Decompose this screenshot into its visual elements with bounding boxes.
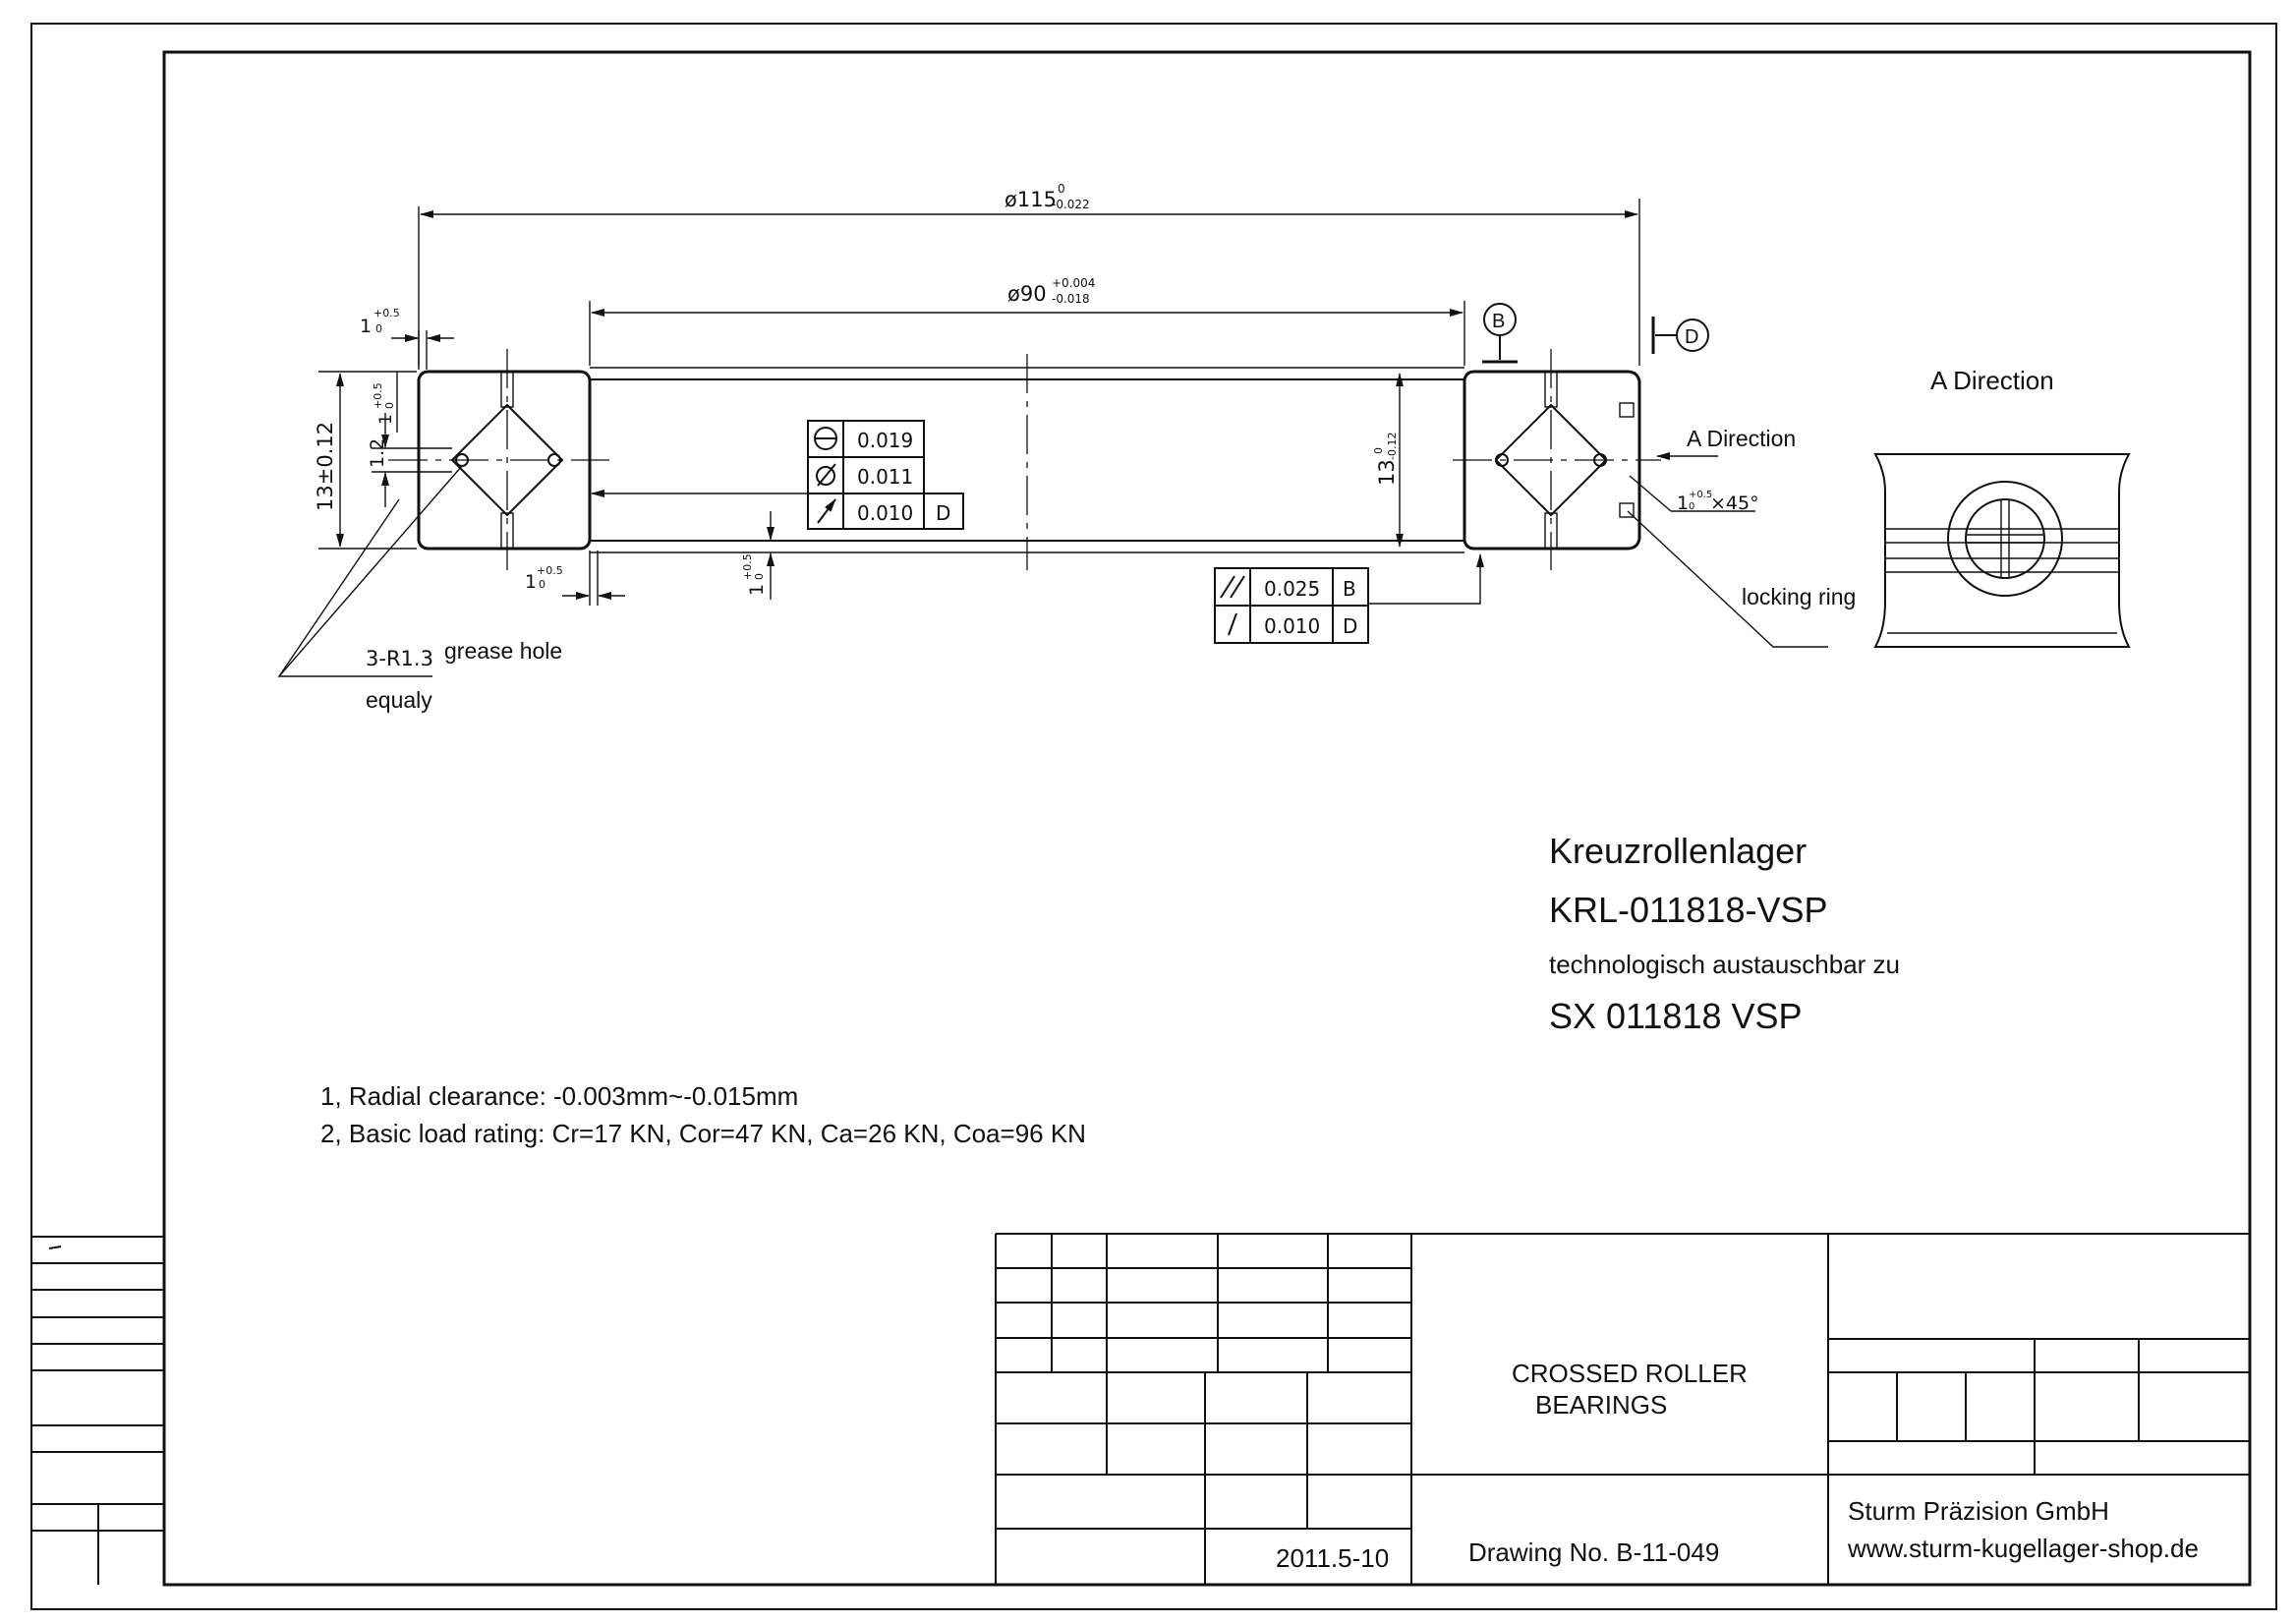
- inner-border: [162, 50, 2252, 1587]
- parallelism-icon: [1220, 575, 1245, 599]
- svg-text:0: 0: [539, 578, 545, 591]
- svg-text:0: 0: [1372, 447, 1385, 454]
- svg-text:1.2: 1.2: [367, 438, 388, 468]
- svg-text:0.025: 0.025: [1264, 577, 1320, 601]
- product-info: Kreuzrollenlager KRL-011818-VSP technolo…: [1549, 831, 1900, 1036]
- drawing-number: Drawing No. B-11-049: [1468, 1537, 1719, 1567]
- dimension-chamfer-top-left: 1 +0.5 0: [360, 307, 454, 370]
- svg-text:B: B: [1492, 311, 1505, 332]
- svg-text:equaly: equaly: [366, 687, 432, 713]
- title-block-text: CROSSED ROLLER BEARINGS 2011.5-10 Drawin…: [1276, 1359, 2199, 1573]
- svg-text:locking ring: locking ring: [1742, 584, 1856, 609]
- product-interchangeable: technologisch austauschbar zu: [1549, 950, 1900, 979]
- title-block: [995, 1233, 2250, 1585]
- svg-text:×45°: ×45°: [1710, 493, 1759, 514]
- a-direction-arrow: A Direction: [1656, 426, 1796, 460]
- a-direction-view-title: A Direction: [1930, 366, 2054, 395]
- locking-ring-leader: locking ring: [1627, 510, 1856, 648]
- dimension-inner-diameter: ø90 +0.004 -0.018: [589, 276, 1465, 366]
- runout-icon: [817, 498, 836, 524]
- datum-b: B: [1482, 303, 1518, 364]
- note-1: 1, Radial clearance: -0.003mm~-0.015mm: [320, 1081, 798, 1111]
- company-name: Sturm Präzision GmbH: [1848, 1496, 2109, 1526]
- svg-text:1: 1: [1677, 493, 1689, 514]
- svg-text:-0.12: -0.12: [1386, 433, 1399, 460]
- edge-chamfer-callout: 1 +0.5 0 ×45°: [1629, 475, 1759, 514]
- dimension-chamfer-bottom-mid: 1 +0.5 0: [741, 511, 775, 600]
- tolerance-frame-right: 0.025 0.010 B D: [1214, 553, 1484, 644]
- svg-text:0: 0: [375, 322, 382, 335]
- svg-text:-0.022: -0.022: [1052, 198, 1090, 211]
- svg-text:+0.5: +0.5: [373, 307, 400, 319]
- notes: 1, Radial clearance: -0.003mm~-0.015mm 2…: [320, 1081, 1086, 1148]
- right-section-outline: [1463, 370, 1641, 551]
- height-left-label: 13±0.12: [314, 422, 337, 511]
- product-equivalent: SX 011818 VSP: [1549, 996, 1803, 1036]
- svg-text:0.010: 0.010: [857, 501, 913, 525]
- a-direction-view: A Direction: [1873, 366, 2131, 648]
- title-line-1: CROSSED ROLLER: [1512, 1359, 1748, 1388]
- datum-d: D: [1651, 317, 1709, 354]
- svg-text:0.011: 0.011: [857, 465, 913, 489]
- left-section-outline: [417, 370, 592, 551]
- drawing-date: 2011.5-10: [1276, 1543, 1389, 1573]
- svg-text:3-R1.3: 3-R1.3: [366, 647, 433, 670]
- svg-text:grease hole: grease hole: [444, 638, 562, 664]
- title-line-2: BEARINGS: [1535, 1390, 1667, 1420]
- svg-text:0.010: 0.010: [1264, 614, 1320, 638]
- outer-border: [30, 23, 2277, 1610]
- svg-text:+0.5: +0.5: [372, 382, 384, 409]
- svg-text:+0.5: +0.5: [1689, 490, 1712, 500]
- svg-text:1: 1: [360, 316, 372, 337]
- svg-text:+0.004: +0.004: [1052, 276, 1095, 290]
- product-code: KRL-011818-VSP: [1549, 890, 1828, 930]
- runout-icon: [1228, 612, 1237, 636]
- svg-text:0: 0: [1058, 182, 1065, 196]
- svg-text:D: D: [1343, 614, 1357, 638]
- product-name: Kreuzrollenlager: [1549, 831, 1807, 871]
- dimension-chamfer-bottom-left: 1 +0.5 0: [525, 551, 625, 606]
- dimension-height-left: 13±0.12: [314, 371, 417, 550]
- svg-text:+0.5: +0.5: [741, 553, 754, 580]
- right-roller: [1494, 403, 1608, 517]
- svg-text:+0.5: +0.5: [537, 564, 563, 577]
- svg-text:0: 0: [383, 402, 396, 409]
- svg-text:D: D: [936, 501, 950, 525]
- bearing-cross-section: [388, 349, 1661, 570]
- svg-text:1: 1: [376, 414, 396, 425]
- svg-text:0: 0: [1689, 501, 1694, 512]
- inner-diameter-label: ø90: [1007, 282, 1047, 306]
- dimension-outer-diameter: ø115 0 -0.022: [418, 182, 1640, 366]
- dimension-groove: 1.2 1 +0.5 0: [367, 372, 452, 507]
- dimension-height-right: 13 0 -0.12: [1372, 373, 1404, 548]
- svg-text:A Direction: A Direction: [1687, 426, 1796, 451]
- svg-text:1: 1: [525, 571, 537, 593]
- height-right-label: 13: [1375, 459, 1399, 486]
- svg-text:D: D: [1685, 326, 1698, 348]
- svg-text:0: 0: [753, 573, 766, 580]
- revision-strip: [31, 1236, 164, 1585]
- grease-hole-leader: 3-R1.3 grease hole equaly: [277, 465, 562, 713]
- tolerance-frame-left: 0.019 0.011 0.010 D: [591, 420, 964, 530]
- svg-text:1: 1: [746, 584, 768, 596]
- left-roller: [450, 403, 564, 517]
- svg-text:-0.018: -0.018: [1052, 292, 1090, 306]
- svg-text:0.019: 0.019: [857, 429, 913, 452]
- svg-text:B: B: [1343, 577, 1356, 601]
- cylindricity-icon: [816, 466, 835, 486]
- company-website: www.sturm-kugellager-shop.de: [1847, 1534, 2199, 1563]
- note-2: 2, Basic load rating: Cr=17 KN, Cor=47 K…: [320, 1119, 1086, 1148]
- outer-diameter-label: ø115: [1004, 188, 1057, 211]
